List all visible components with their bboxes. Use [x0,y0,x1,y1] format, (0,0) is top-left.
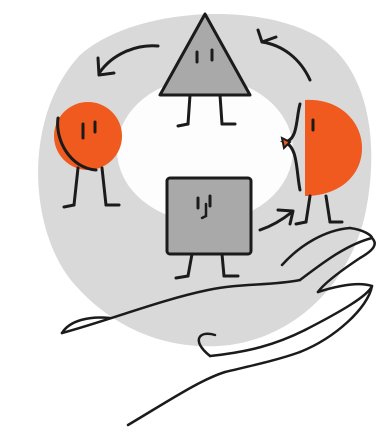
illustration-svg [0,0,384,433]
illustration-canvas [0,0,384,433]
